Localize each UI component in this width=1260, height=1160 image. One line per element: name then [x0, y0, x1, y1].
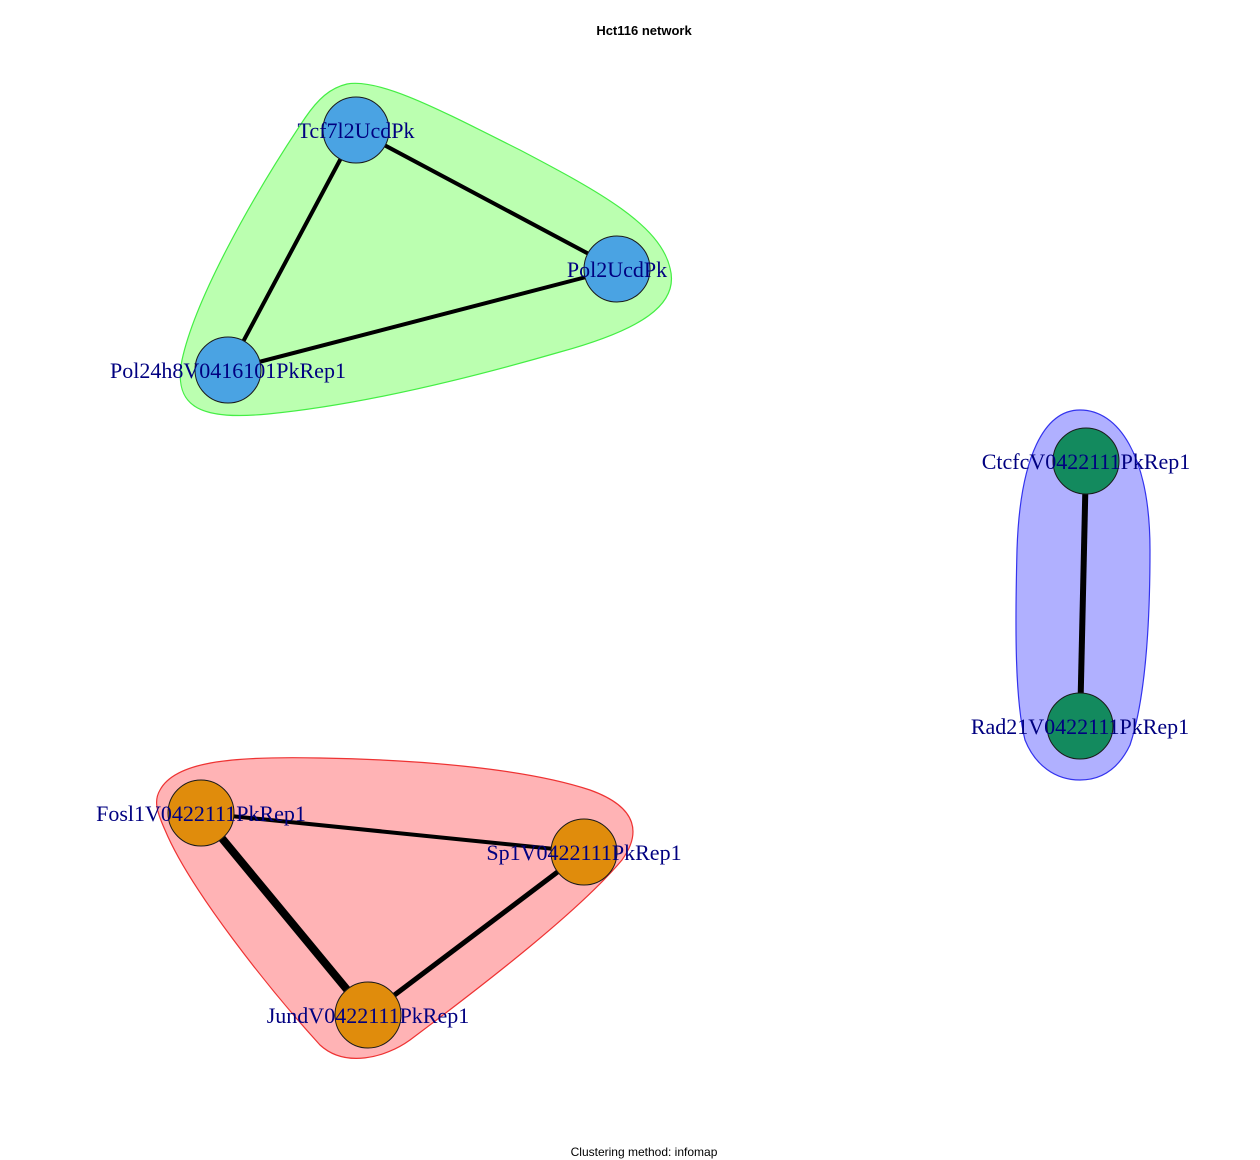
edge-ctcf-rad21: [1077, 460, 1089, 727]
node-label-sp1: Sp1V0422111PkRep1: [486, 840, 681, 865]
figure-title: Hct116 network: [596, 23, 692, 38]
node-label-pol24: Pol24h8V0416101PkRep1: [110, 358, 346, 383]
edge-tcf-pol24: [226, 129, 358, 371]
node-ctcf: [1052, 427, 1120, 495]
node-rad21: [1046, 692, 1114, 760]
node-label-ctcf: CtcfcV0422111PkRep1: [982, 449, 1191, 474]
node-jund: [334, 981, 402, 1049]
node-tcf: [322, 96, 390, 164]
figure-subtitle: Clustering method: infomap: [571, 1145, 718, 1159]
node-pol2: [583, 235, 651, 303]
node-label-tcf: Tcf7l2UcdPk: [298, 118, 415, 143]
cluster-hull-1: [179, 82, 673, 417]
cluster-hull-3: [155, 757, 634, 1059]
edge-fosl1-sp1: [200, 811, 585, 854]
network-edges: [197, 128, 1089, 1018]
edge-jund-sp1: [366, 850, 586, 1017]
cluster-hulls: [155, 82, 1151, 1059]
node-label-pol2: Pol2UcdPk: [567, 257, 667, 282]
node-pol24: [194, 336, 262, 404]
network-nodes: [167, 96, 1120, 1049]
node-label-fosl1: Fosl1V0422111PkRep1: [96, 801, 306, 826]
edge-pol24-pol2: [227, 267, 618, 372]
node-sp1: [550, 818, 618, 886]
node-label-rad21: Rad21V0422111PkRep1: [971, 714, 1189, 739]
edge-tcf-pol2: [355, 128, 618, 271]
node-fosl1: [167, 779, 235, 847]
node-labels: Tcf7l2UcdPkPol2UcdPkPol24h8V0416101PkRep…: [96, 118, 1190, 1028]
node-label-jund: JundV0422111PkRep1: [267, 1003, 470, 1028]
edge-fosl1-jund: [197, 810, 372, 1018]
